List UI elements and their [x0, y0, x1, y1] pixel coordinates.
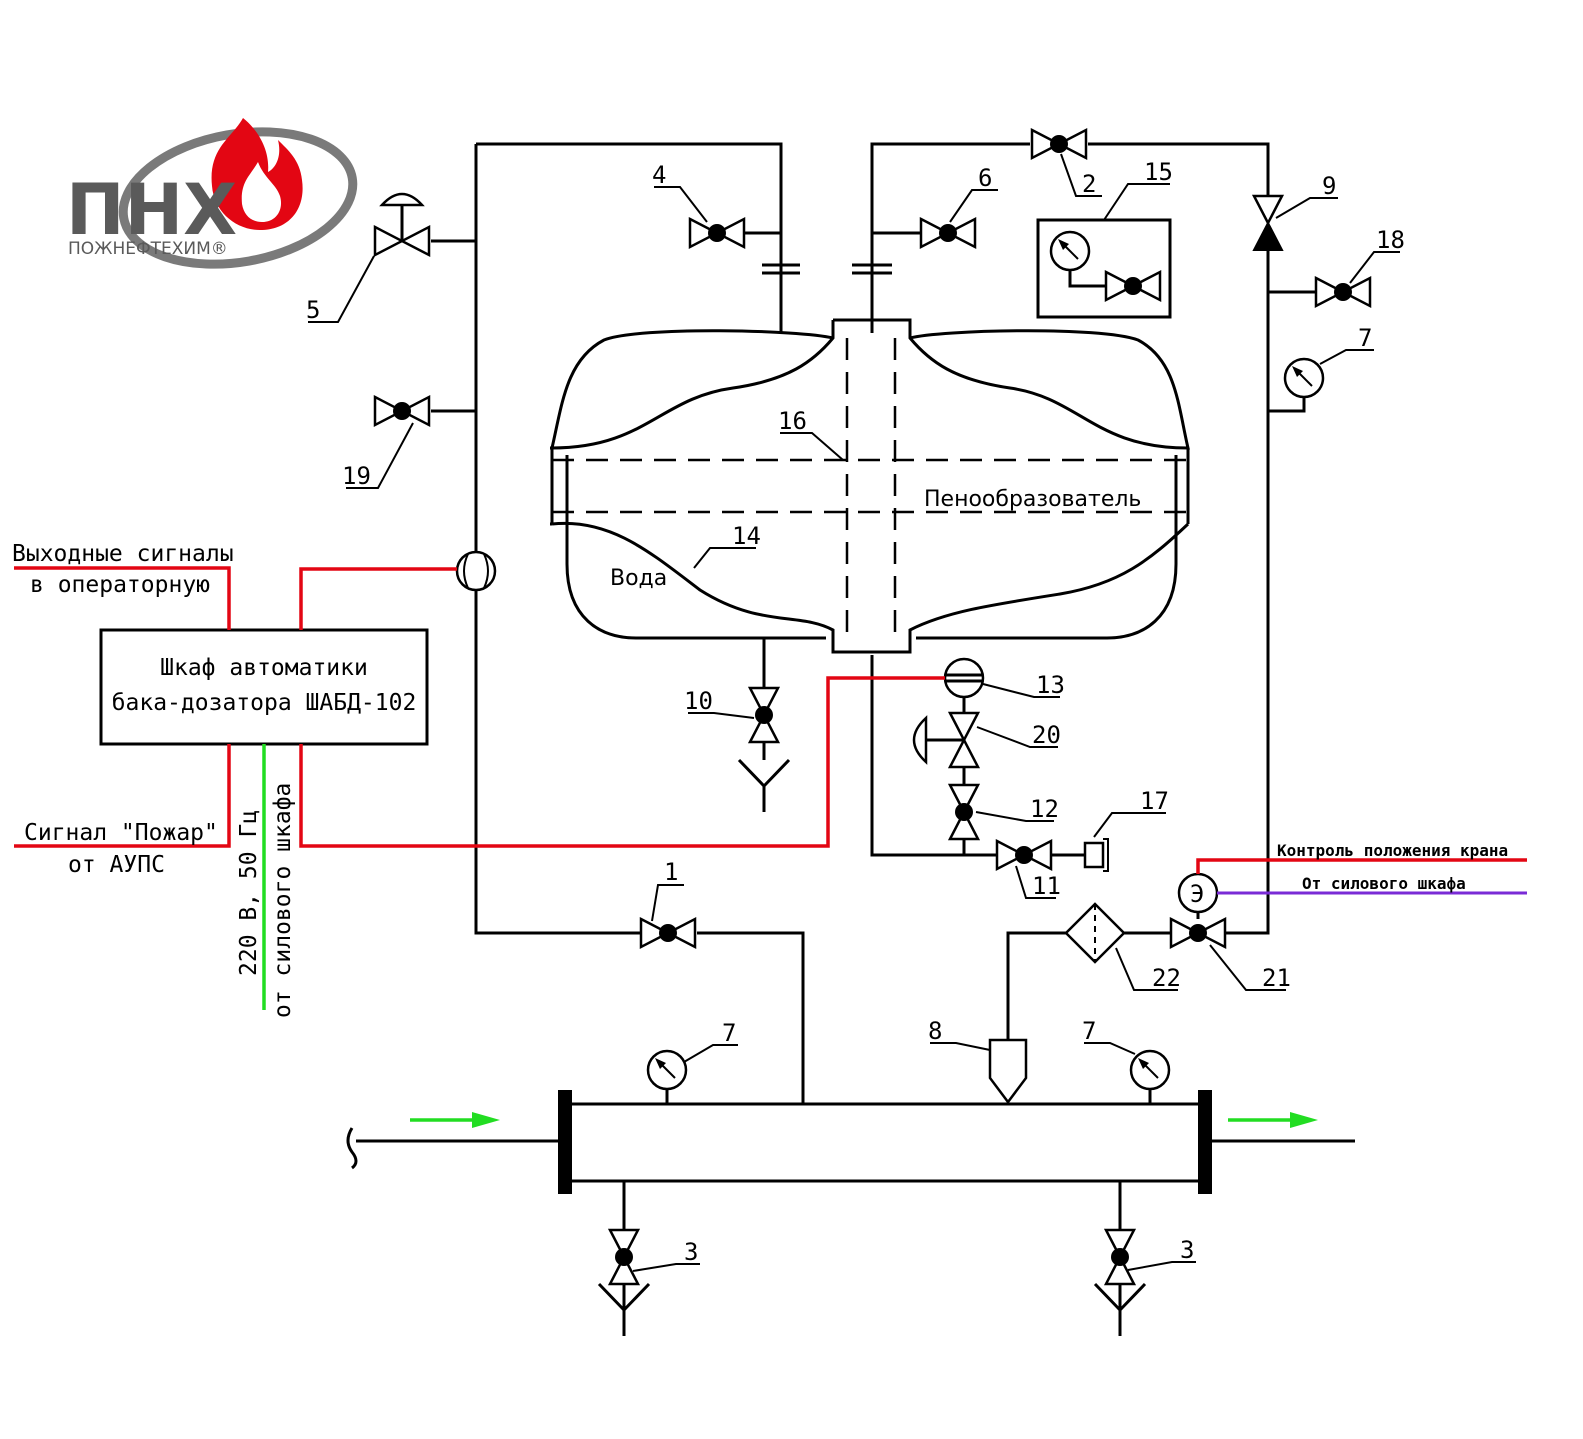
valve-21 [1169, 917, 1227, 949]
flange-pairs [762, 263, 892, 275]
company-logo: ПНХ ПОЖНЕФТЕХИМ® [66, 118, 358, 269]
callout-5: 5 [306, 296, 320, 324]
callout-10: 10 [684, 687, 713, 715]
callout-4: 4 [652, 161, 666, 189]
dosing-nozzle-8 [988, 1038, 1028, 1105]
callout-11: 11 [1032, 872, 1061, 900]
electric-actuator-icon: Э [1177, 872, 1219, 914]
pressure-gauge-icon [646, 1049, 688, 1091]
valve-12 [948, 783, 980, 841]
callout-3-right: 3 [1180, 1236, 1194, 1264]
signal-wires [14, 566, 1527, 1010]
callout-12: 12 [1030, 795, 1059, 823]
power-line1: 220 В, 50 Гц [236, 810, 262, 976]
valve-9-check [1251, 194, 1285, 251]
callout-8: 8 [928, 1017, 942, 1045]
valve-3-left [608, 1228, 640, 1286]
flow-sensor-icon [455, 550, 497, 592]
callout-9: 9 [1322, 172, 1336, 200]
callout-20: 20 [1032, 721, 1061, 749]
callout-3-left: 3 [684, 1238, 698, 1266]
valve-19 [373, 395, 431, 427]
valve-18 [1314, 276, 1372, 308]
control-cabinet: Шкаф автоматики бака-дозатора ШАБД-102 [99, 628, 429, 746]
signal-labels: Выходные сигналы в операторную Сигнал "П… [12, 541, 1508, 1018]
fire-signal-line1: Сигнал "Пожар" [24, 820, 218, 846]
piping-lines [431, 142, 1316, 1310]
valve-20-manual [912, 711, 981, 769]
logo-name: ПОЖНЕФТЕХИМ® [68, 239, 228, 259]
water-label: Вода [610, 566, 667, 591]
valve-10 [748, 686, 780, 744]
flow-arrow-in-icon [410, 1112, 500, 1128]
main-pipe [346, 1090, 1355, 1194]
output-signals-line2: в операторную [30, 572, 210, 598]
valve-6 [919, 217, 977, 249]
callout-1: 1 [664, 858, 678, 886]
cabinet-line1: Шкаф автоматики [160, 655, 368, 681]
dosing-tank: Пенообразователь Вода [550, 318, 1190, 654]
cabinet-line2: бака-дозатора ШАБД-102 [112, 690, 417, 716]
power-line2: от силового шкафа [270, 783, 296, 1018]
callout-17: 17 [1140, 787, 1169, 815]
callout-22: 22 [1152, 964, 1181, 992]
callout-13: 13 [1036, 671, 1065, 699]
callout-7-mid: 7 [1082, 1017, 1096, 1045]
filter-22-icon [1064, 902, 1126, 964]
actuator-symbol: Э [1190, 880, 1204, 908]
valve-1 [639, 917, 697, 949]
valve-5-manual [373, 192, 431, 258]
plug-17-icon [1083, 838, 1109, 872]
level-sensor-13-icon [943, 657, 985, 699]
valves [373, 128, 1372, 1286]
callout-15: 15 [1144, 158, 1173, 186]
valve-position-label: Контроль положения крана [1277, 841, 1508, 860]
pressure-gauge-icon [1283, 357, 1325, 399]
valve-3-right [1104, 1228, 1136, 1286]
callout-19: 19 [342, 462, 371, 490]
instruments: Э [455, 218, 1325, 1105]
callouts: 1 2 3 3 4 5 6 7 7 7 8 9 10 11 12 13 14 1… [306, 153, 1405, 1272]
callout-6: 6 [978, 164, 992, 192]
gauge-panel-15 [1036, 218, 1172, 319]
callout-2: 2 [1082, 170, 1096, 198]
callout-16: 16 [778, 407, 807, 435]
flow-arrow-out-icon [1228, 1112, 1318, 1128]
pressure-gauge-icon [1129, 1049, 1171, 1091]
valve-11 [995, 839, 1053, 871]
valve-2 [1030, 128, 1088, 160]
from-power-cabinet-label: От силового шкафа [1302, 874, 1466, 893]
callout-18: 18 [1376, 226, 1405, 254]
valve-4 [688, 217, 746, 249]
output-signals-line1: Выходные сигналы [12, 541, 234, 567]
logo-abbr: ПНХ [66, 169, 237, 251]
callout-21: 21 [1262, 964, 1291, 992]
callout-7-left: 7 [722, 1019, 736, 1047]
callout-7-right: 7 [1358, 324, 1372, 352]
callout-14: 14 [732, 522, 761, 550]
foam-label: Пенообразователь [924, 487, 1141, 512]
fire-signal-line2: от АУПС [68, 852, 165, 878]
